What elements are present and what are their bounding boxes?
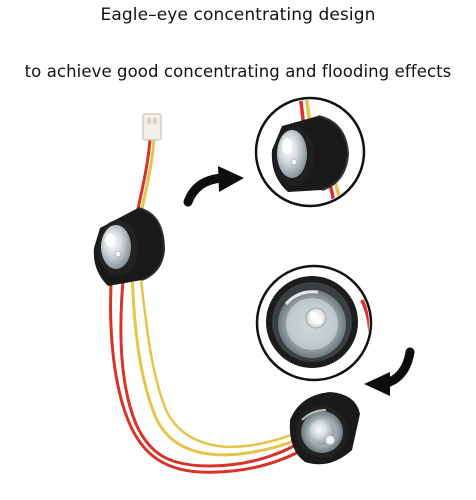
curved-arrow-left-icon — [364, 347, 415, 396]
led-module-bottom — [289, 392, 360, 465]
curved-arrow-right-icon — [183, 166, 244, 207]
caption-subheading: to achieve good concentrating and floodi… — [24, 62, 452, 81]
callout-lower — [255, 264, 373, 382]
led-module-top — [93, 207, 166, 286]
callout-upper — [254, 96, 366, 208]
caption-heading: Eagle–eye concentrating design — [100, 5, 376, 25]
wire-connector — [142, 113, 162, 141]
